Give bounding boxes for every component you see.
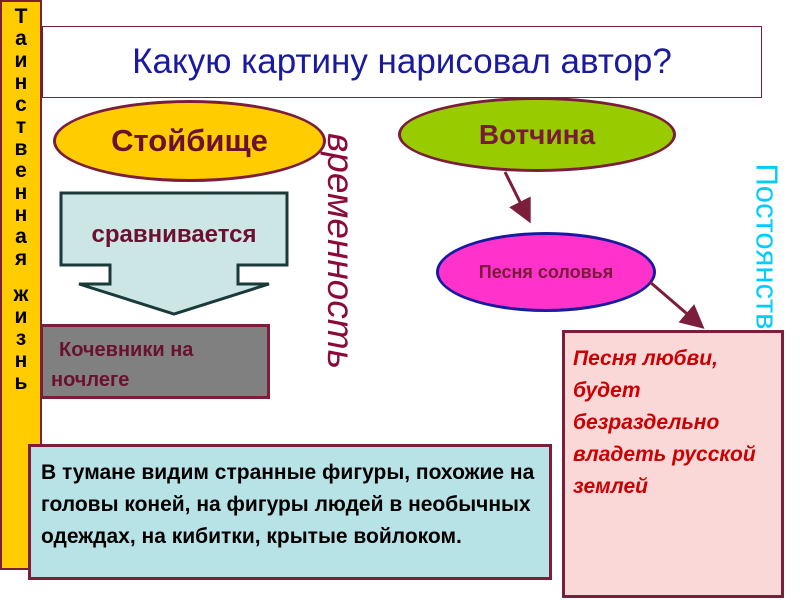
- title-box: Какую картину нарисовал автор?: [42, 26, 762, 98]
- song-node: Песня соловья: [436, 232, 656, 312]
- side-letter: а: [15, 225, 27, 248]
- arrow-song-to-love: [649, 280, 705, 329]
- compare-label: сравнивается: [91, 221, 257, 248]
- side-strip: Т а и н с т в е н н а я ж и з н ь: [0, 0, 42, 570]
- constancy-label: Постоянство: [750, 163, 785, 347]
- side-letter: н: [14, 71, 28, 94]
- side-letter: н: [14, 349, 28, 372]
- temporariness-label: временность: [320, 132, 362, 370]
- side-letter: з: [15, 327, 27, 350]
- nomads-box: Кочевники на ночлеге: [40, 324, 270, 399]
- side-letter: е: [15, 159, 27, 182]
- love-song-box: Песня любви, будет безраздельно владеть …: [562, 330, 784, 598]
- page-title: Какую картину нарисовал автор?: [132, 42, 672, 81]
- love-song-text: Песня любви, будет безраздельно владеть …: [573, 347, 756, 498]
- votchina-node: Вотчина: [398, 97, 676, 172]
- side-letter: ь: [14, 371, 28, 394]
- side-letter: с: [15, 93, 27, 116]
- side-letter: н: [14, 203, 28, 226]
- side-letter: в: [14, 137, 28, 160]
- side-letter: н: [14, 181, 28, 204]
- side-letter: т: [15, 115, 27, 138]
- temporariness-label-wrap: временность: [318, 120, 362, 382]
- side-letter: и: [14, 49, 28, 72]
- description-text: В тумане видим странные фигуры, похожие …: [41, 461, 535, 548]
- arrow-votchina-to-song: [503, 171, 531, 224]
- side-letter: и: [14, 305, 28, 328]
- side-letter: ж: [13, 283, 29, 306]
- compare-arrow-shape: [59, 191, 289, 316]
- side-letter: Т: [14, 5, 28, 28]
- description-box: В тумане видим странные фигуры, похожие …: [28, 444, 552, 580]
- stoybische-node: Стойбище: [53, 100, 326, 182]
- side-letter: я: [14, 247, 28, 270]
- nomads-text: Кочевники на ночлеге: [51, 339, 194, 391]
- side-letter: а: [15, 27, 27, 50]
